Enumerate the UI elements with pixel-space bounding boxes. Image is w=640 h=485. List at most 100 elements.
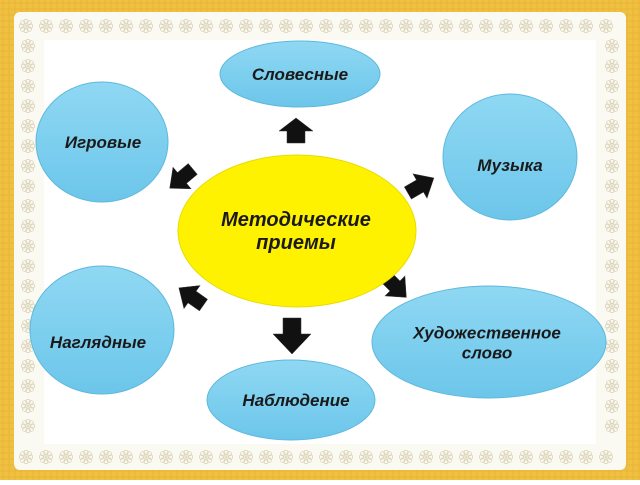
lace-flower (604, 138, 620, 154)
lace-flower (604, 258, 620, 274)
lace-flower (604, 218, 620, 234)
lace-flower (98, 18, 114, 34)
lace-flower (378, 18, 394, 34)
lace-flower (604, 378, 620, 394)
lace-flower (20, 198, 36, 214)
lace-flower (178, 18, 194, 34)
lace-flower (478, 449, 494, 465)
lace-flower (218, 449, 234, 465)
lace-flower (20, 58, 36, 74)
arrow-upper-right (404, 173, 435, 200)
lace-flower (604, 58, 620, 74)
node-nablyudenie-label: Наблюдение (242, 391, 350, 411)
lace-flower (58, 449, 74, 465)
lace-flower (338, 449, 354, 465)
lace-flower (20, 138, 36, 154)
lace-flower (158, 449, 174, 465)
lace-flower (438, 449, 454, 465)
lace-flower (518, 18, 534, 34)
lace-flower (418, 18, 434, 34)
lace-flower (358, 18, 374, 34)
lace-flower (238, 449, 254, 465)
lace-flower (378, 449, 394, 465)
lace-flower (20, 398, 36, 414)
lace-flower (20, 418, 36, 434)
lace-flower (558, 449, 574, 465)
lace-flower (198, 449, 214, 465)
lace-flower (118, 18, 134, 34)
lace-flower (498, 449, 514, 465)
lace-flower (438, 18, 454, 34)
arrow-lower-left (178, 285, 208, 312)
lace-flower (20, 378, 36, 394)
lace-flower (38, 18, 54, 34)
node-slovesnye-shape (219, 40, 381, 108)
lace-flower (358, 449, 374, 465)
lace-flower (558, 18, 574, 34)
lace-flower (538, 449, 554, 465)
node-khudozhestvennoe-shape (371, 285, 607, 399)
node-naglyadnye-label: Наглядные (49, 333, 147, 353)
center-node-line1: Методические (221, 209, 371, 231)
node-khudozhestvennoe-label: Художественное слово (413, 323, 561, 362)
lace-flower (20, 278, 36, 294)
lace-flower (138, 449, 154, 465)
lace-flower (218, 18, 234, 34)
lace-flower (20, 78, 36, 94)
lace-flower (238, 18, 254, 34)
lace-flower (198, 18, 214, 34)
lace-flower (20, 258, 36, 274)
lace-flower (604, 358, 620, 374)
lace-flower (78, 449, 94, 465)
lace-flower (604, 198, 620, 214)
lace-flower (298, 18, 314, 34)
arrow-up (278, 117, 314, 144)
lace-flower (18, 18, 34, 34)
lace-flower (98, 449, 114, 465)
lace-flower (338, 18, 354, 34)
center-node-line2: приемы (256, 232, 336, 254)
lace-flower (20, 118, 36, 134)
lace-flower (458, 449, 474, 465)
lace-flower (78, 18, 94, 34)
lace-flower (604, 298, 620, 314)
lace-flower (458, 18, 474, 34)
lace-flower (178, 449, 194, 465)
lace-flower (604, 178, 620, 194)
lace-flower (20, 38, 36, 54)
lace-flower (604, 318, 620, 334)
lace-flower (298, 449, 314, 465)
lace-flower (58, 18, 74, 34)
lace-flower (598, 18, 614, 34)
node-nablyudenie-shape (206, 359, 376, 441)
center-node-label: Методические приемы (221, 209, 371, 255)
lace-pattern (18, 18, 620, 465)
lace-flower (20, 98, 36, 114)
lace-flower (318, 18, 334, 34)
lace-flower (604, 398, 620, 414)
lace-flower (478, 18, 494, 34)
lace-flower (20, 298, 36, 314)
node-khudozhestvennoe-line2: слово (461, 343, 513, 362)
node-igrovye-label: Игровые (64, 133, 142, 153)
lace-flower (258, 449, 274, 465)
lace-flower (418, 449, 434, 465)
lace-flower (318, 449, 334, 465)
lace-flower (538, 18, 554, 34)
lace-flower (20, 158, 36, 174)
lace-flower (604, 118, 620, 134)
lace-flower (578, 449, 594, 465)
lace-flower (604, 238, 620, 254)
lace-flower (604, 278, 620, 294)
lace-flower (20, 358, 36, 374)
lace-flower (518, 449, 534, 465)
node-naglyadnye-shape (29, 265, 175, 395)
arrow-down (272, 317, 312, 355)
lace-flower (578, 18, 594, 34)
lace-flower (278, 449, 294, 465)
lace-flower (398, 18, 414, 34)
lace-flower (18, 449, 34, 465)
lace-flower (398, 449, 414, 465)
